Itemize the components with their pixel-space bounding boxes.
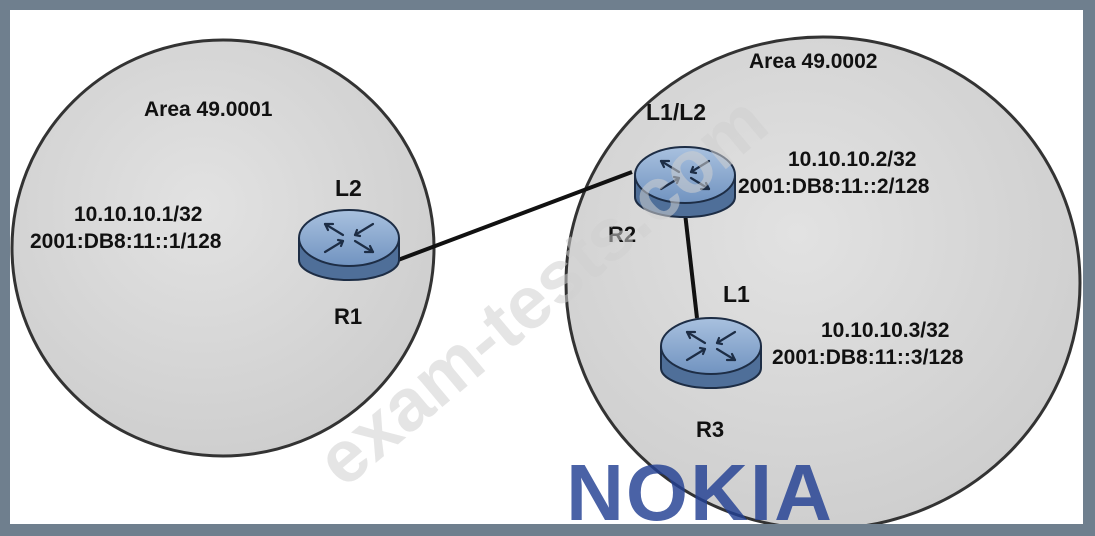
r3-name-label: R3 [696, 417, 724, 442]
network-topology-diagram: Area 49.0001 Area 49.0002 L2 10.10.10.1/… [10, 35, 1082, 524]
r1-ipv6-address: 2001:DB8:11::1/128 [30, 230, 222, 253]
router-r3-icon[interactable] [660, 317, 762, 389]
r2-level-label: L1/L2 [646, 99, 706, 125]
r1-level-label: L2 [335, 175, 362, 201]
router-r2-icon[interactable] [634, 146, 736, 218]
nokia-logo: NOKIA [566, 448, 834, 524]
r2-ipv4-address: 10.10.10.2/32 [788, 148, 916, 171]
link-r2-r3 [683, 212, 699, 319]
diagram-frame: Area 49.0001 Area 49.0002 L2 10.10.10.1/… [10, 10, 1083, 524]
r3-ipv4-address: 10.10.10.3/32 [821, 319, 949, 342]
r1-ipv4-address: 10.10.10.1/32 [74, 203, 202, 226]
r1-name-label: R1 [334, 304, 362, 329]
r2-name-label: R2 [608, 222, 636, 247]
area-label-49-0002: Area 49.0002 [749, 50, 877, 73]
link-r1-r2 [397, 170, 633, 262]
router-r1-icon[interactable] [298, 209, 400, 281]
r2-ipv6-address: 2001:DB8:11::2/128 [738, 175, 930, 198]
r3-ipv6-address: 2001:DB8:11::3/128 [772, 346, 964, 369]
area-label-49-0001: Area 49.0001 [144, 98, 273, 121]
r3-level-label: L1 [723, 281, 750, 307]
